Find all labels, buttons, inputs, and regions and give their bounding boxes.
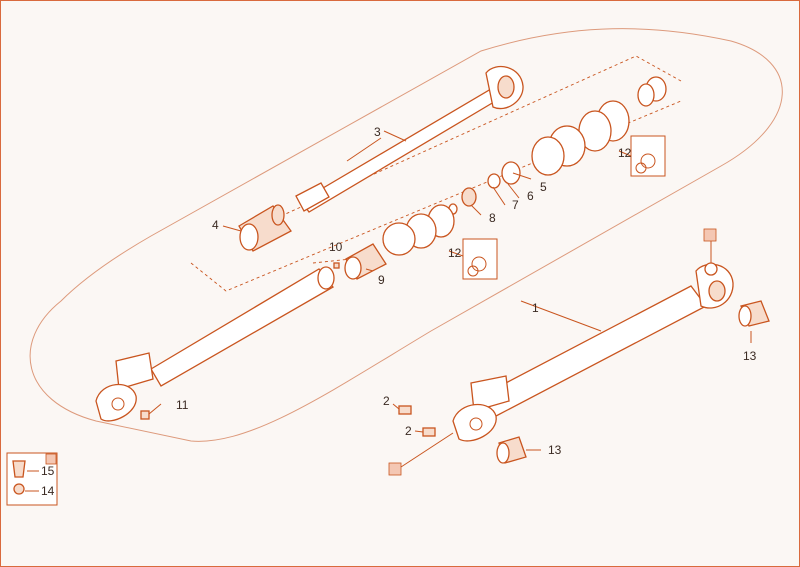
label-part-1: 1 [532, 301, 539, 315]
tool-tag-bottom [388, 462, 402, 476]
label-part-8: 8 [489, 211, 496, 225]
label-part-12a: 12 [618, 146, 632, 160]
leader-6 [507, 183, 520, 199]
label-part-2a: 2 [383, 394, 390, 408]
piston-rod-part [295, 65, 524, 213]
label-part-7: 7 [512, 198, 519, 212]
bushing-bottom [496, 436, 527, 464]
piston-part [333, 243, 387, 280]
leader-2a [392, 403, 400, 410]
seal-rings-lower [382, 204, 455, 256]
leader-7 [492, 186, 506, 206]
label-part-15: 15 [41, 464, 55, 478]
label-part-12b: 12 [448, 246, 462, 260]
label-part-14: 14 [41, 484, 55, 498]
label-part-2b: 2 [405, 424, 412, 438]
leader-4 [222, 225, 242, 232]
bushing-right [738, 300, 770, 327]
leader-5 [512, 172, 532, 180]
label-part-4: 4 [212, 218, 219, 232]
label-part-11: 11 [176, 398, 189, 412]
leader-1 [520, 300, 602, 332]
leader-12b [448, 250, 464, 257]
grease-fitting-a [398, 405, 412, 415]
label-part-3: 3 [374, 125, 381, 139]
tool-tag-top-right [703, 228, 717, 242]
assembled-cylinder-part [452, 262, 734, 442]
group-outline [29, 28, 783, 442]
label-part-5: 5 [540, 180, 547, 194]
leader-12a [618, 150, 632, 157]
grease-fitting-b [422, 427, 436, 437]
label-part-6: 6 [527, 189, 534, 203]
leader-11 [148, 403, 162, 415]
leader-tag-bottom [400, 432, 454, 468]
seal-rings-upper [448, 76, 667, 215]
leader-2b [414, 430, 424, 433]
guide-line-lower [190, 100, 682, 292]
seal-kit-bag-lower [462, 238, 498, 280]
barrel-part-exploded [95, 266, 335, 422]
label-part-10: 10 [329, 240, 343, 254]
legend-box [6, 452, 58, 506]
guide-line-nut [312, 258, 352, 264]
label-part-13a: 13 [743, 349, 757, 363]
leader-9 [365, 268, 374, 272]
leader-8 [470, 204, 482, 216]
label-part-9: 9 [378, 273, 385, 287]
seal-kit-bag-upper [630, 135, 666, 177]
cylinder-head-part [238, 204, 292, 252]
label-part-13b: 13 [548, 443, 562, 457]
leader-3 [383, 130, 407, 142]
